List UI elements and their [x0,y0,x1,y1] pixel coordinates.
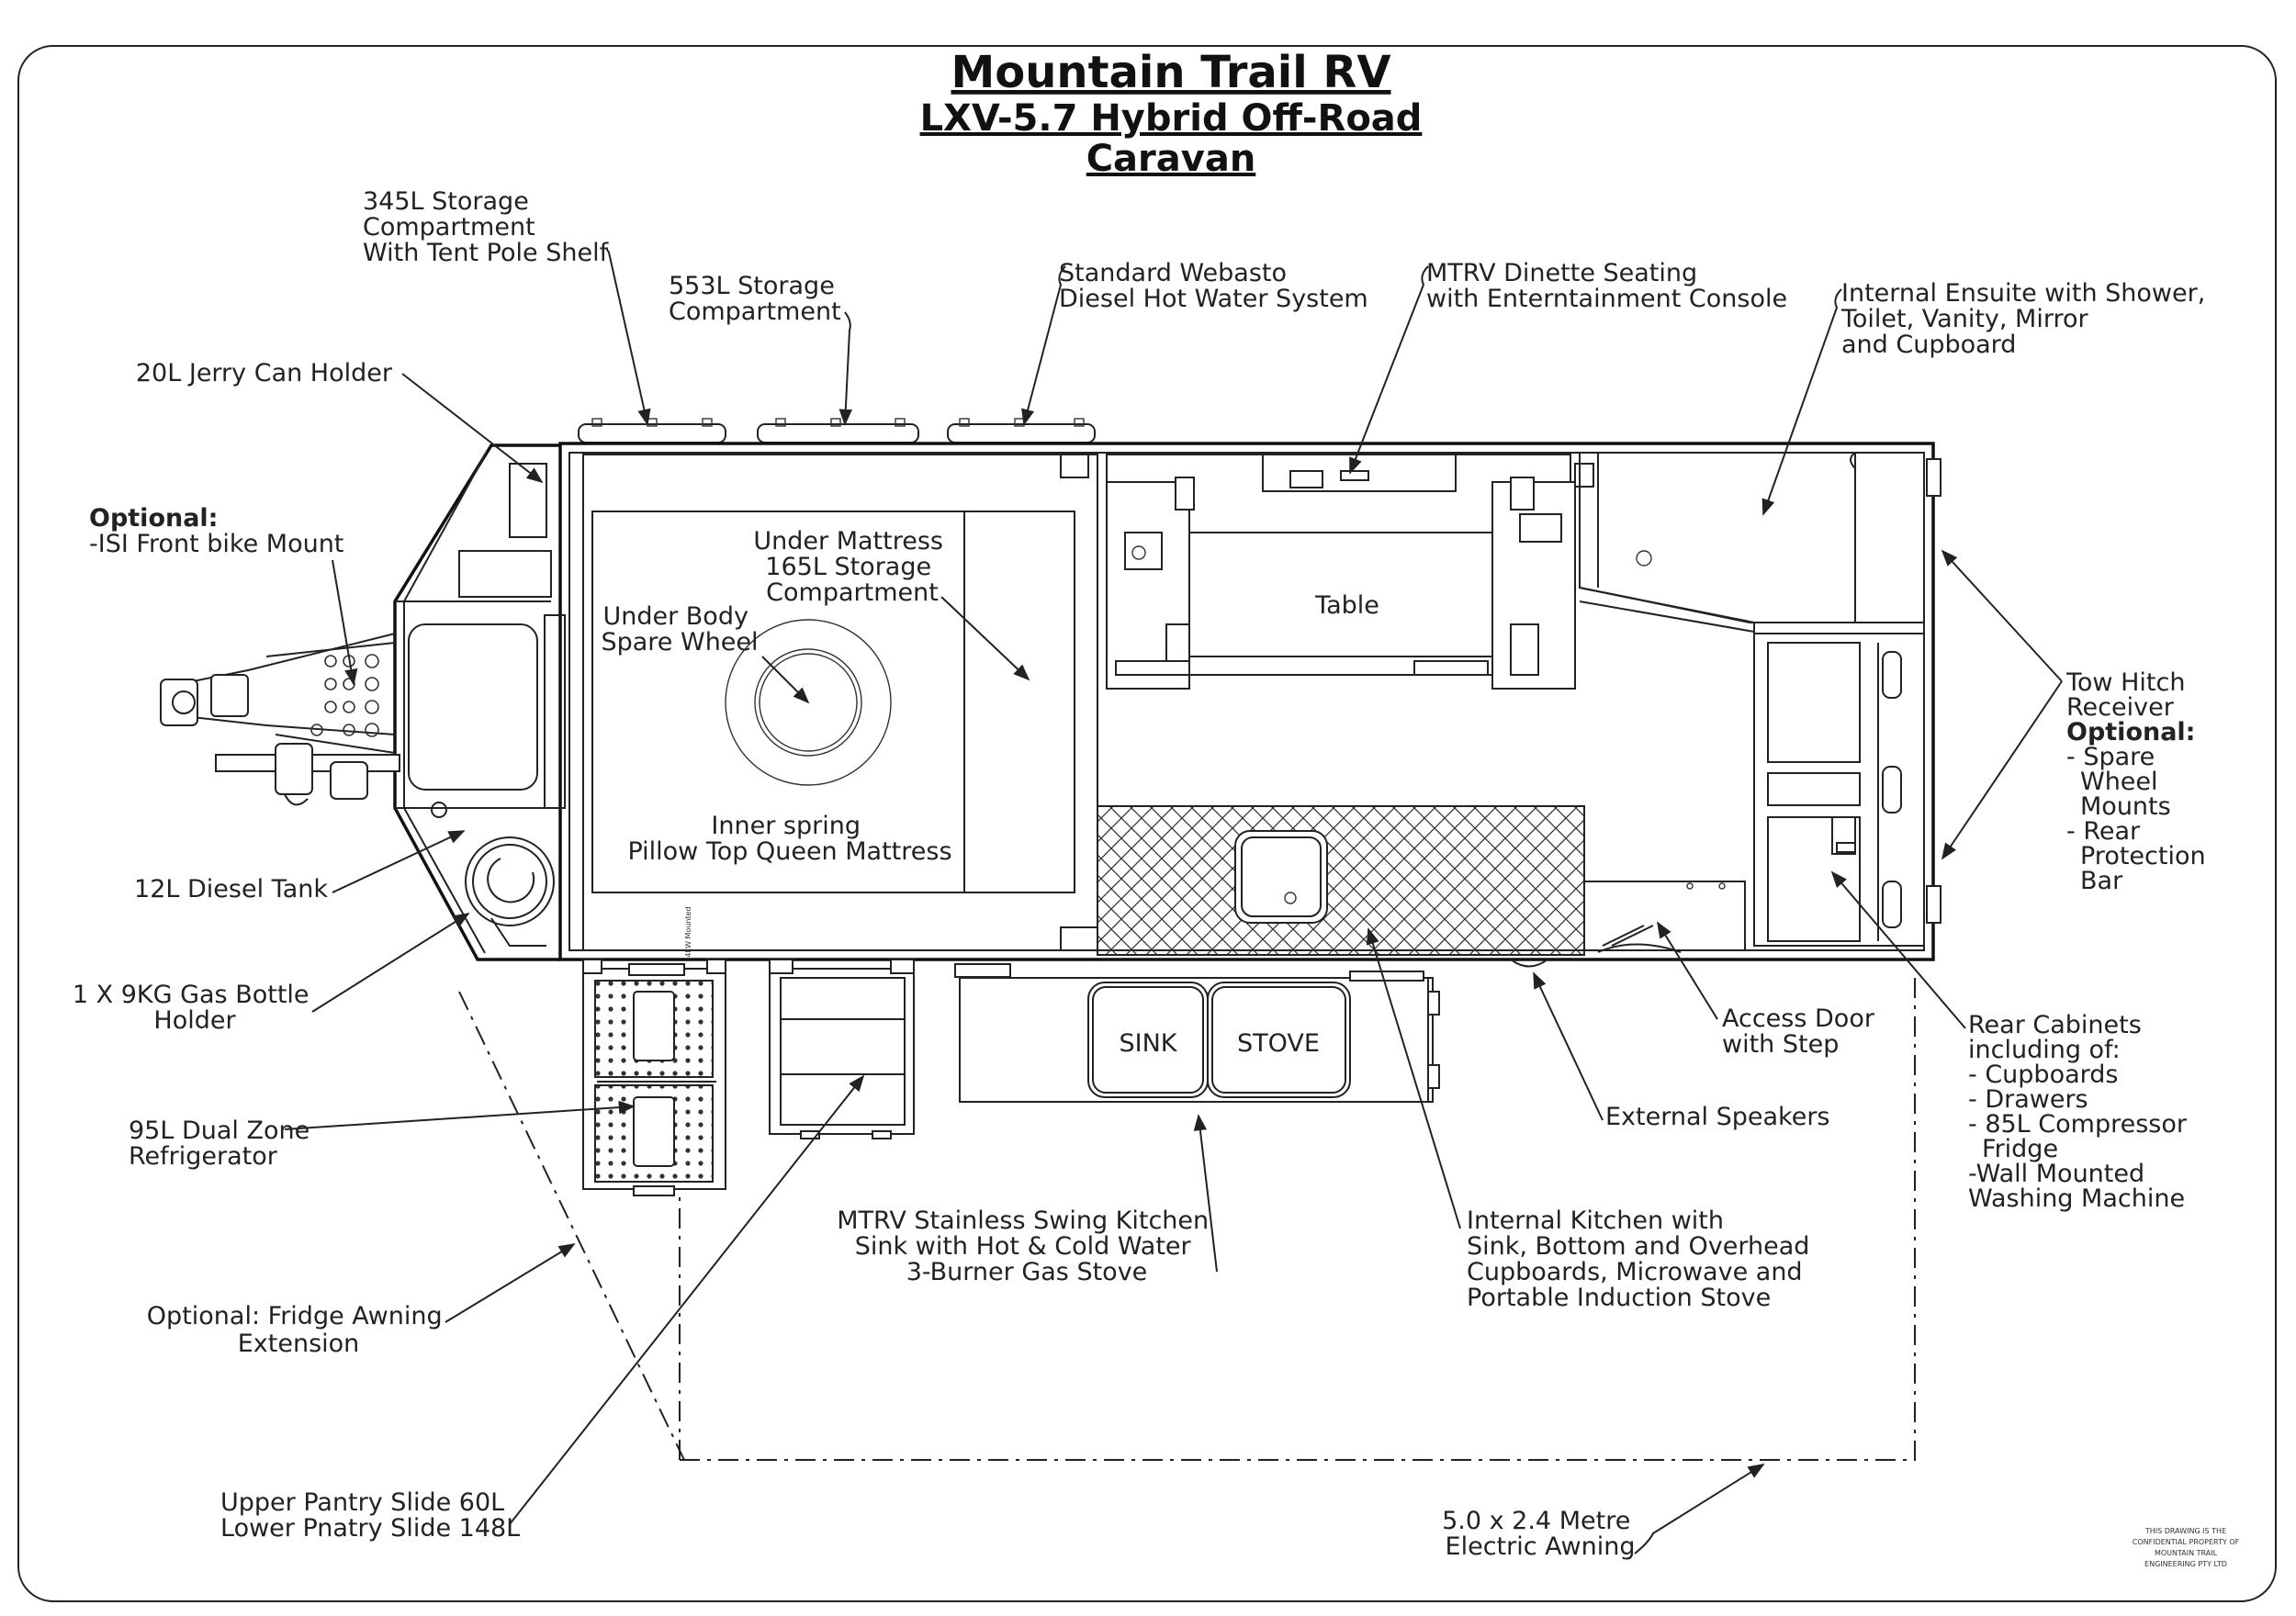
leader-lines [284,247,2063,1554]
callout-jerry-can: 20L Jerry Can Holder [136,359,393,387]
stove-label: STOVE [1237,1029,1320,1058]
title-line-2: LXV-5.7 Hybrid Off-Road [920,97,1423,140]
callout-pantry: Upper Pantry Slide 60L Lower Pnatry Slid… [220,1488,520,1543]
callout-rear-cabinets: Rear Cabinets including of: - Cupboards … [1968,1011,2195,1213]
under-mattress-label: Under Mattress 165L Storage Compartment [753,527,951,607]
svg-text:4kW Mounted: 4kW Mounted [684,906,692,957]
rear-cabinets-area [1753,633,1941,947]
swing-kitchen [954,963,1440,1103]
callout-refrigerator: 95L Dual Zone Refrigerator [129,1117,318,1171]
under-body-label: Under Body Spare Wheel [601,602,758,656]
svg-text:MOUNTAIN TRAIL: MOUNTAIN TRAIL [2155,1549,2218,1557]
callout-swing-kitchen: MTRV Stainless Swing Kitchen Sink with H… [837,1206,1216,1286]
callout-bike-mount-heading: Optional: [89,504,218,533]
callout-ensuite: Internal Ensuite with Shower, Toilet, Va… [1840,279,2213,359]
title-line-1: Mountain Trail RV [951,47,1390,98]
fridge-slide [582,959,726,1196]
callout-dinette: MTRV Dinette Seating with Enterntainment… [1426,259,1787,313]
svg-text:ENGINEERING PTY LTD: ENGINEERING PTY LTD [2144,1560,2227,1568]
small-note: 4kW Mounted [684,906,692,957]
callout-553l-storage: 553L Storage Compartment [669,272,842,326]
ensuite-area [1579,452,1941,634]
callout-tow-hitch-optional: Optional: [2066,718,2195,746]
callout-awning: 5.0 x 2.4 Metre Electric Awning [1442,1507,1638,1561]
callout-speakers: External Speakers [1605,1103,1830,1131]
callout-bike-mount: -ISI Front bike Mount [89,530,343,558]
callout-labels: 345L Storage Compartment With Tent Pole … [73,187,2213,1561]
pantry-slide [769,959,915,1139]
drawing-title: Mountain Trail RV LXV-5.7 Hybrid Off-Roa… [920,47,1423,180]
sink-label: SINK [1119,1029,1177,1058]
svg-text:CONFIDENTIAL PROPERTY OF: CONFIDENTIAL PROPERTY OF [2133,1538,2240,1546]
title-line-3: Caravan [1086,138,1256,180]
drawbar-a-frame [160,443,560,961]
sheet-border [17,45,2277,1602]
svg-text:THIS DRAWING IS THE: THIS DRAWING IS THE [2144,1527,2226,1535]
confidential-notice: THIS DRAWING IS THE CONFIDENTIAL PROPERT… [2133,1527,2240,1568]
callout-diesel-tank: 12L Diesel Tank [134,875,328,903]
callout-gas-bottle: 1 X 9KG Gas Bottle Holder [73,981,317,1035]
callout-access-door: Access Door with Step [1722,1004,1883,1059]
mattress-label: Inner spring Pillow Top Queen Mattress [627,812,951,866]
callout-webasto: Standard Webasto Diesel Hot Water System [1059,259,1368,313]
callout-fridge-awning: Optional: Fridge Awning Extension [147,1302,450,1358]
callout-tow-hitch-items: - Spare Wheel Mounts - Rear Protection B… [2066,743,2213,895]
table-label: Table [1314,591,1379,620]
callout-tow-hitch: Tow Hitch Receiver [2065,668,2193,722]
callout-345l-storage: 345L Storage Compartment With Tent Pole … [363,187,610,267]
internal-kitchen-area [1097,805,1746,968]
top-storage-lids [578,418,1096,443]
inner-labels: Table SINK STOVE Under Mattress 165L Sto… [601,527,1379,1058]
callout-internal-kitchen: Internal Kitchen with Sink, Bottom and O… [1467,1206,1818,1312]
dinette-area [1106,452,1594,690]
